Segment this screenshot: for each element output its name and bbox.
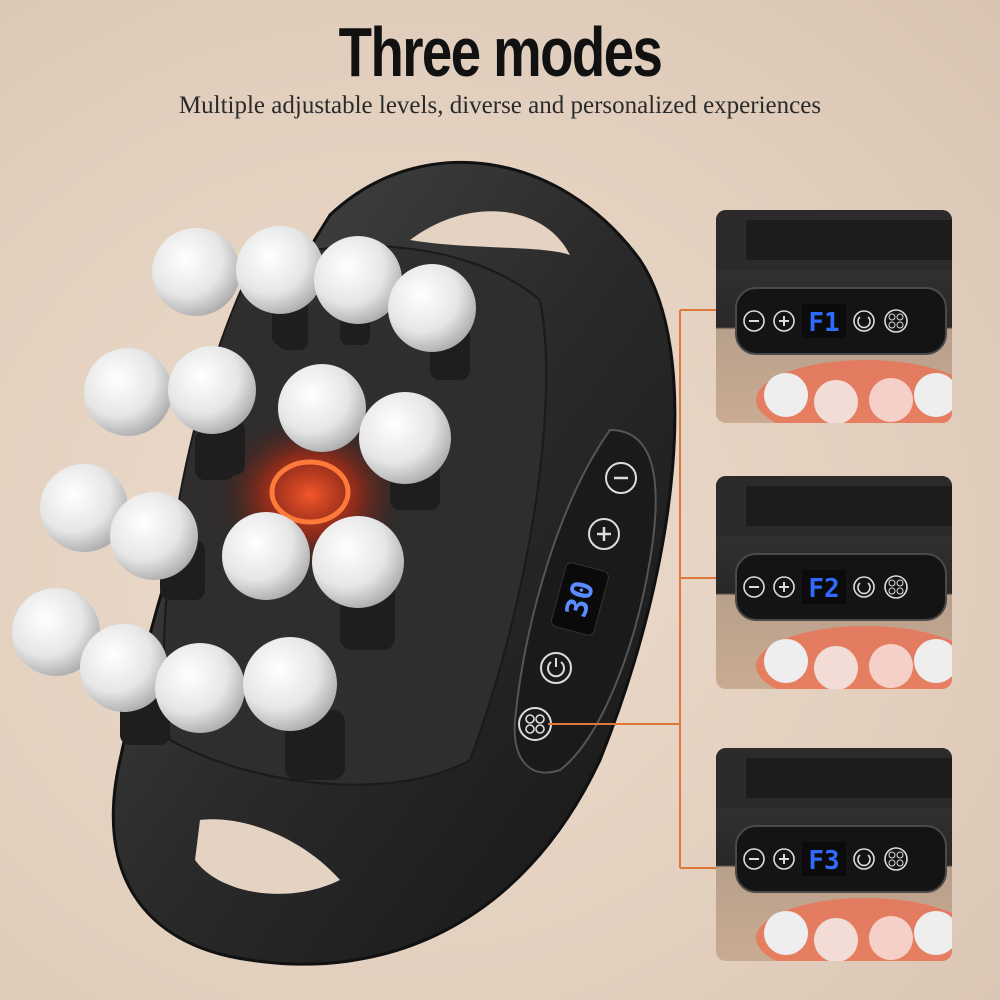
inset-power-icon bbox=[853, 310, 875, 332]
mode-label: F1 bbox=[808, 308, 839, 338]
massage-ball bbox=[12, 588, 100, 676]
mode-inset-f3: F3 bbox=[716, 748, 952, 961]
massage-ball bbox=[155, 643, 245, 733]
plus-button[interactable] bbox=[588, 518, 620, 550]
plus-icon bbox=[597, 527, 611, 541]
inset-power-icon bbox=[853, 576, 875, 598]
massage-ball bbox=[312, 516, 404, 650]
massage-ball bbox=[222, 512, 310, 600]
mode-icon bbox=[525, 714, 545, 734]
mode-label: F2 bbox=[808, 574, 839, 604]
inset-minus-icon bbox=[743, 848, 765, 870]
massage-ball bbox=[40, 464, 128, 552]
inset-minus-icon bbox=[743, 576, 765, 598]
massage-ball bbox=[388, 264, 476, 380]
inset-mode-icon bbox=[884, 575, 908, 599]
inset-power-icon bbox=[853, 848, 875, 870]
inset-mode-icon bbox=[884, 847, 908, 871]
power-button[interactable] bbox=[540, 652, 572, 684]
inset-plus-icon bbox=[773, 848, 795, 870]
inset-plus-icon bbox=[773, 310, 795, 332]
red-light-ring bbox=[269, 459, 351, 525]
massage-ball bbox=[110, 492, 205, 600]
page-subtitle: Multiple adjustable levels, diverse and … bbox=[178, 92, 822, 119]
massage-ball bbox=[314, 236, 402, 345]
massage-balls bbox=[12, 226, 476, 780]
massage-ball bbox=[236, 226, 324, 350]
minus-button[interactable] bbox=[605, 462, 637, 494]
device-display: 30 bbox=[551, 562, 609, 636]
inset-plus-icon bbox=[773, 576, 795, 598]
mode-inset-f1: F1 bbox=[716, 210, 952, 423]
massage-ball bbox=[359, 392, 451, 510]
power-icon bbox=[547, 661, 565, 678]
inset-mode-icon bbox=[884, 309, 908, 333]
massage-ball bbox=[278, 364, 366, 452]
massage-ball bbox=[168, 346, 256, 475]
page-title: Three modes bbox=[338, 13, 663, 91]
callout-lines bbox=[548, 309, 716, 869]
inset-minus-icon bbox=[743, 310, 765, 332]
mode-label: F3 bbox=[808, 846, 839, 876]
massage-ball bbox=[80, 624, 170, 745]
mode-inset-f2: F2 bbox=[716, 476, 952, 689]
control-strip: 30 bbox=[513, 428, 657, 774]
massage-ball bbox=[243, 637, 345, 780]
